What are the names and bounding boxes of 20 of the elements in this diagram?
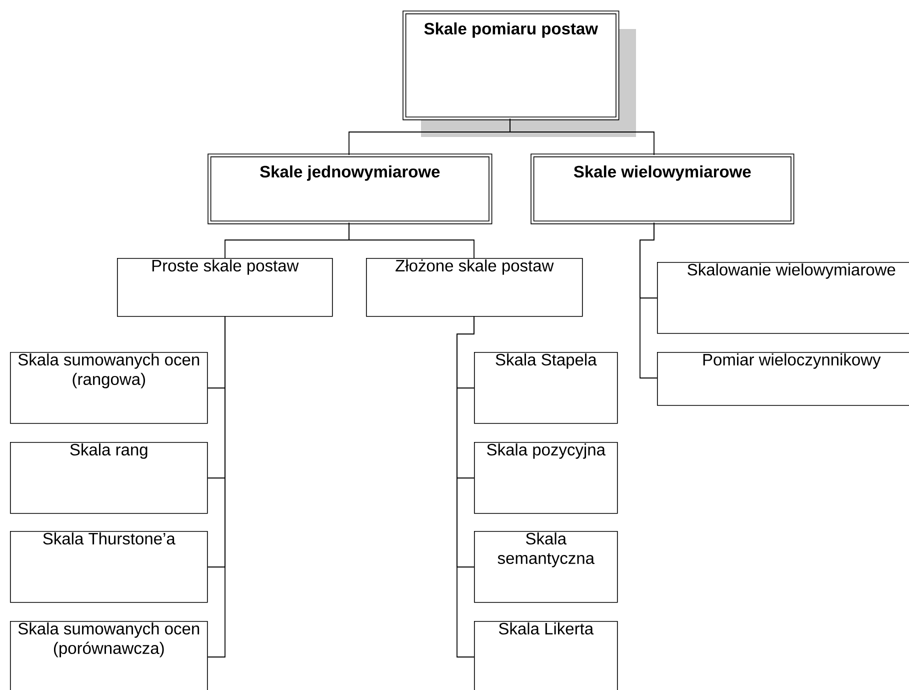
connector bbox=[207, 316, 226, 658]
box: Skale wielowymiarowe bbox=[530, 154, 794, 224]
box: Skala Thurstone’a bbox=[10, 531, 208, 603]
box: Skala Stapela bbox=[474, 352, 618, 424]
connector bbox=[640, 222, 658, 378]
box: Skala Likerta bbox=[474, 621, 618, 690]
box: Skale jednowymiarowe bbox=[208, 154, 492, 224]
box: Skala semantyczna bbox=[474, 531, 618, 603]
box: Skala sumowanych ocen (rangowa) bbox=[10, 352, 208, 424]
connector bbox=[456, 316, 474, 658]
box: Skale pomiaru postaw bbox=[402, 10, 620, 120]
box: Skala sumowanych ocen (porównawcza) bbox=[10, 621, 208, 690]
box: Proste skale postaw bbox=[117, 258, 333, 317]
box: Skalowanie wielowymiarowe bbox=[657, 262, 909, 334]
connector bbox=[348, 222, 474, 258]
box: Złożone skale postaw bbox=[366, 258, 583, 317]
box: Skala rang bbox=[10, 442, 208, 514]
box: Pomiar wieloczynnikowy bbox=[657, 352, 909, 406]
connector bbox=[510, 118, 654, 156]
box: Skala pozycyjna bbox=[474, 442, 618, 514]
